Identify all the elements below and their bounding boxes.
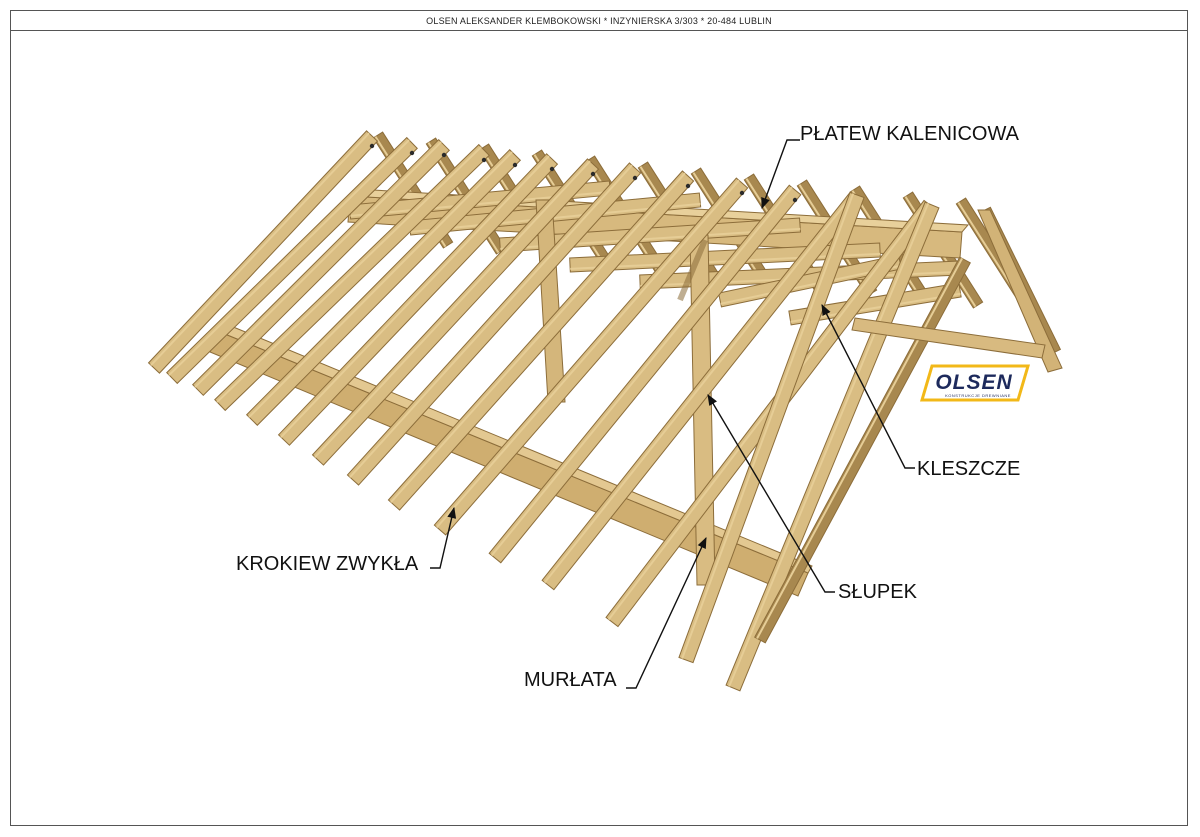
common-rafter-highlight <box>681 193 855 659</box>
common-rafter <box>277 153 559 446</box>
common-rafter <box>346 162 642 486</box>
common-rafter <box>147 130 379 374</box>
common-rafter-highlight <box>436 179 740 528</box>
common-rafter-highlight <box>756 257 963 639</box>
logo-tagline: KONSTRUKCJE DREWNIANE <box>945 393 1011 398</box>
rafter-bolt <box>481 157 487 163</box>
common-rafter <box>387 170 695 511</box>
label-collar-ties: KLESZCZE <box>917 458 1020 480</box>
gable-rafter <box>851 209 1063 373</box>
common-rafter-highlight <box>728 203 930 687</box>
common-rafter-highlight <box>390 172 686 503</box>
common-rafter-highlight <box>349 164 633 478</box>
label-ridge-purlin: PŁATEW KALENICOWA <box>800 123 1020 145</box>
common-rafters <box>147 130 971 692</box>
rafter-bolt <box>739 190 745 196</box>
olsen-logo: OLSEN KONSTRUKCJE DREWNIANE <box>919 364 1031 402</box>
common-rafter-highlight <box>607 201 928 621</box>
common-rafter-highlight <box>543 193 854 584</box>
rafter-bolt <box>409 150 415 156</box>
common-rafter <box>214 143 490 412</box>
rafter-bolt <box>441 152 447 158</box>
common-rafter-highlight <box>194 141 442 388</box>
label-wall-plate: MURŁATA <box>524 669 617 691</box>
common-rafter <box>311 158 600 466</box>
leader-lines <box>430 139 915 689</box>
rafter-bolt <box>369 143 375 149</box>
common-rafter <box>166 136 418 385</box>
common-rafter-highlight <box>280 155 550 438</box>
common-rafter-highlight <box>248 151 513 418</box>
drawing-sheet: OLSEN ALEKSANDER KLEMBOKOWSKI * INZYNIER… <box>10 10 1188 826</box>
common-rafter-highlight <box>314 160 591 458</box>
common-rafter <box>678 191 865 664</box>
common-rafter <box>192 138 450 397</box>
common-rafter <box>488 184 802 564</box>
common-rafter <box>245 149 522 426</box>
common-rafter <box>754 256 971 644</box>
label-post: SŁUPEK <box>838 581 918 603</box>
common-rafter-highlight <box>168 139 410 376</box>
rafter-bolt <box>549 166 555 172</box>
rafter-bolt <box>590 171 596 177</box>
rafter-bolt <box>685 183 691 189</box>
logo-brand: OLSEN <box>935 371 1012 394</box>
rafter-bolt <box>792 197 798 203</box>
common-rafter-highlight <box>150 132 370 366</box>
common-rafter-highlight <box>491 186 793 557</box>
common-rafter <box>433 177 749 536</box>
title-block-header: OLSEN ALEKSANDER KLEMBOKOWSKI * INZYNIER… <box>11 11 1187 31</box>
rafter-bolt <box>512 162 518 168</box>
common-rafter-highlight <box>216 146 482 403</box>
rafter-bolt <box>632 175 638 181</box>
label-common-rafter: KROKIEW ZWYKŁA <box>236 553 419 575</box>
